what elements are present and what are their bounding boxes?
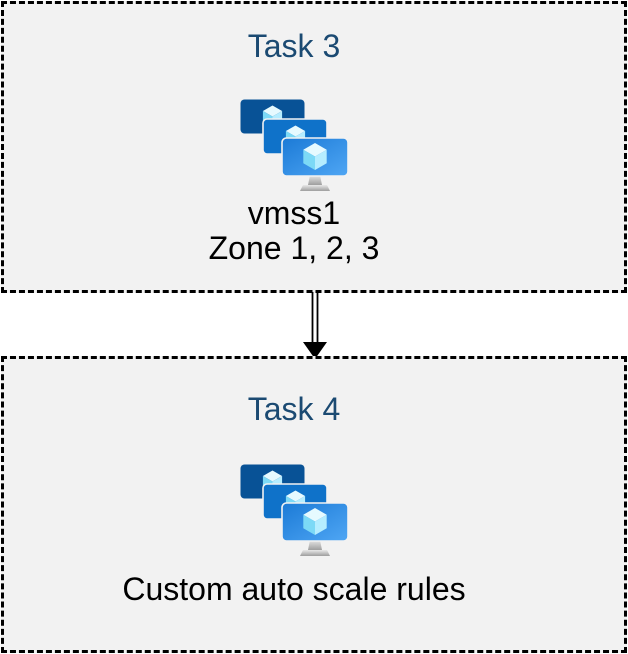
monitor-front xyxy=(281,502,348,556)
monitor-stand-base xyxy=(300,550,330,556)
vm-scale-sets-icon xyxy=(240,99,348,191)
zone-label: Zone 1, 2, 3 xyxy=(208,230,380,266)
task3-title: Task 3 xyxy=(247,28,341,64)
autoscale-label: Custom auto scale rules xyxy=(122,571,466,607)
monitor-front xyxy=(281,137,348,191)
down-arrow-connector xyxy=(303,292,327,359)
task3-box: Task 3 vmss1 xyxy=(1,1,627,293)
monitor-stand-neck xyxy=(308,540,322,550)
vm-scale-sets-icon xyxy=(240,464,348,556)
task4-box: Task 4 Custom au xyxy=(1,356,627,653)
monitor-stand-base xyxy=(300,185,330,191)
monitor-stand-neck xyxy=(308,175,322,185)
arrow-head-icon xyxy=(303,342,327,359)
vm-name-label: vmss1 xyxy=(247,195,341,231)
task4-title: Task 4 xyxy=(247,391,341,427)
